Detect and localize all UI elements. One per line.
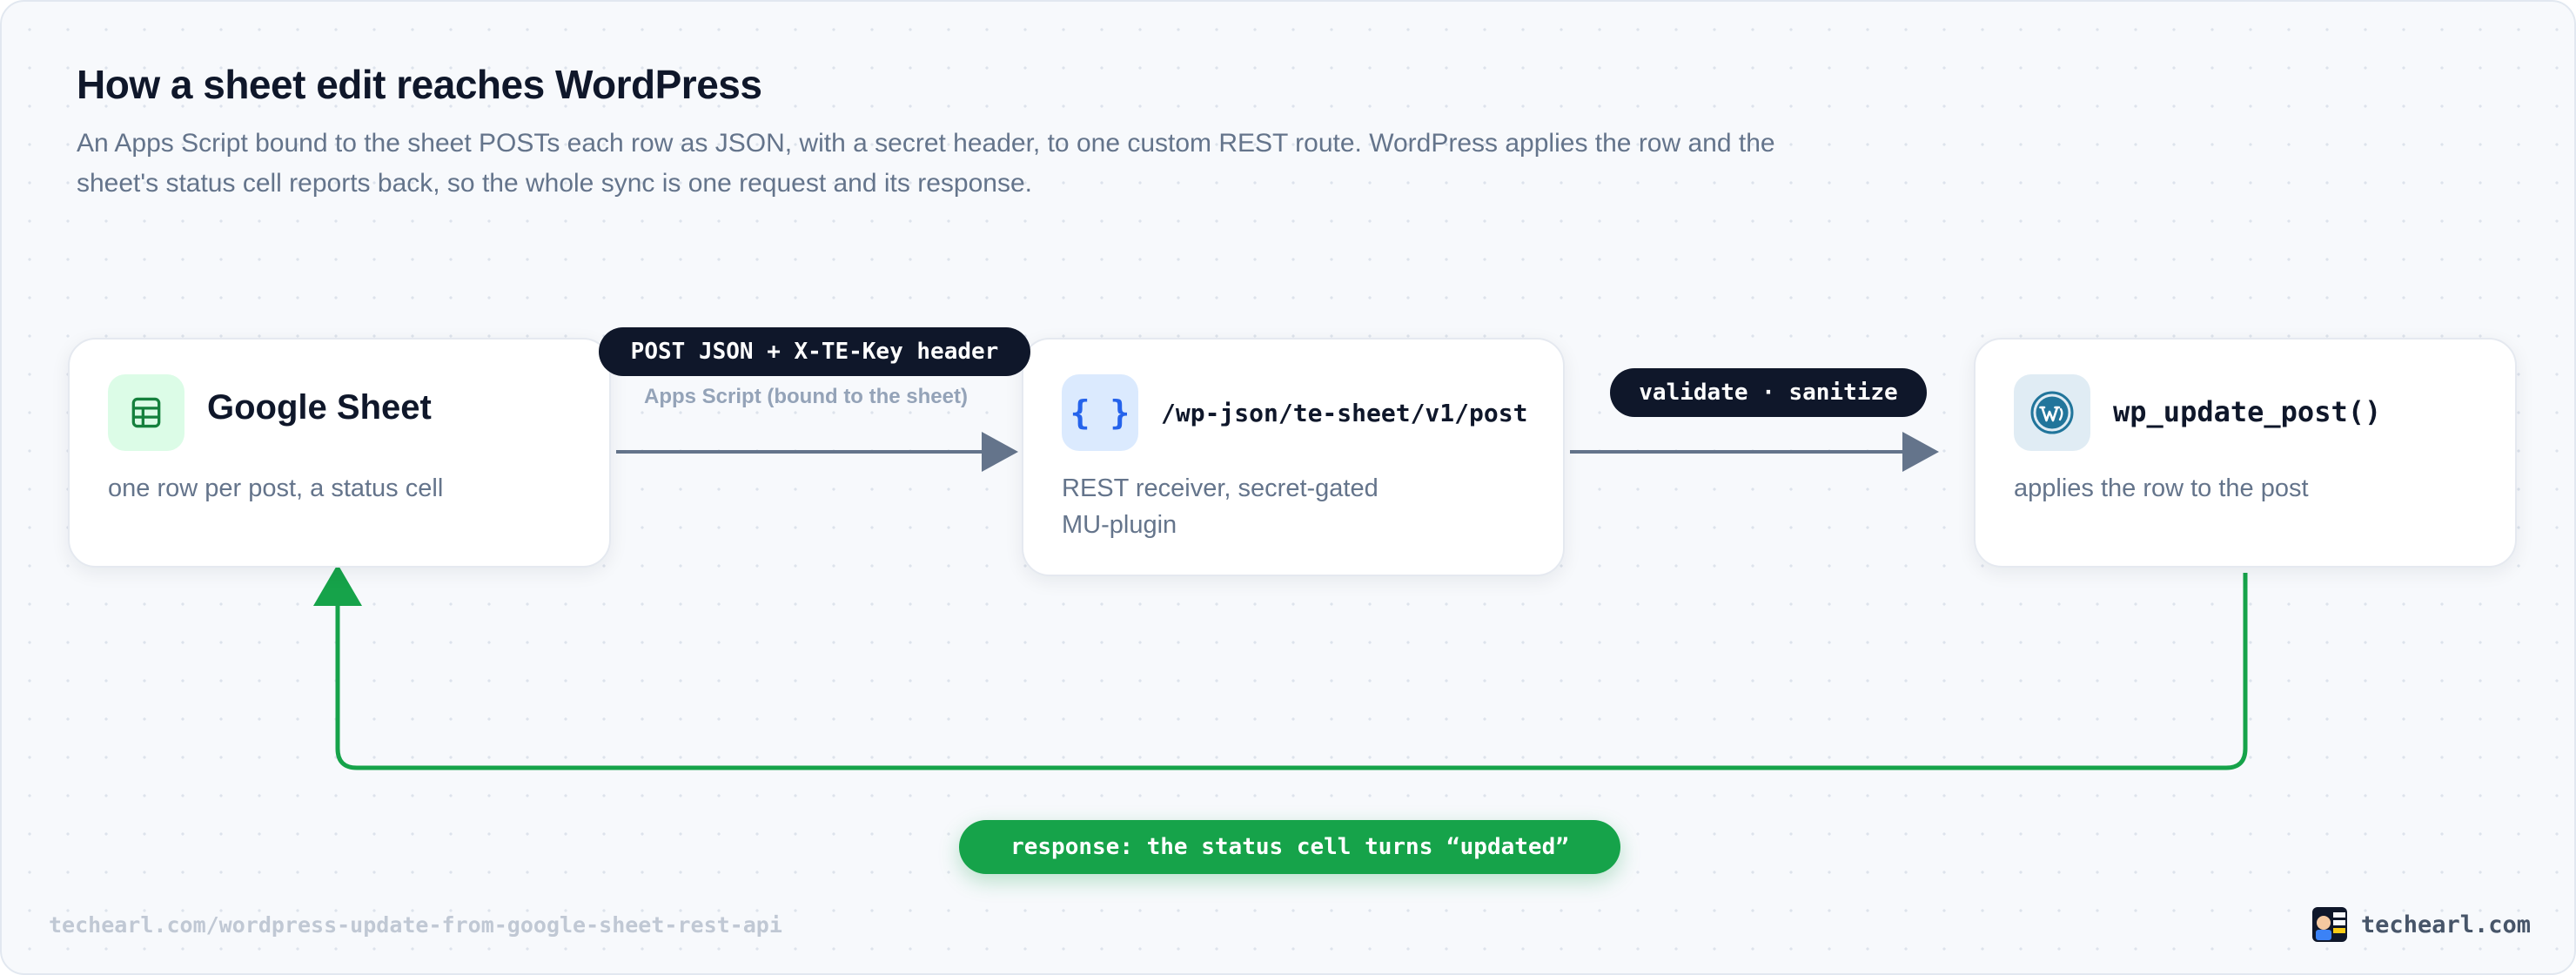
node-wp-update-post: wp_update_post() applies the row to the …: [1974, 338, 2517, 568]
node-google-sheet: Google Sheet one row per post, a status …: [68, 338, 611, 568]
wordpress-icon: [2014, 374, 2090, 451]
curly-braces-icon: { }: [1062, 374, 1138, 451]
brand[interactable]: techearl.com: [2311, 905, 2531, 944]
node-title: wp_update_post(): [2113, 395, 2382, 428]
tech-earl-logo-icon: [2311, 907, 2347, 942]
node-title: Google Sheet: [207, 388, 432, 427]
page-subtitle: An Apps Script bound to the sheet POSTs …: [77, 129, 1775, 198]
page-title: How a sheet edit reaches WordPress: [77, 62, 762, 107]
spreadsheet-icon: [108, 374, 184, 451]
node-description: one row per post, a status cell: [108, 474, 444, 502]
request-arrowhead: [982, 432, 1018, 472]
node-description: REST receiver, secret-gated MU-plugin: [1062, 474, 1379, 539]
node-rest-route: { } /wp-json/te-sheet/v1/post REST recei…: [1022, 338, 1565, 576]
response-edge-label: response: the status cell turns “updated…: [959, 820, 1620, 874]
validate-edge-label: validate · sanitize: [1610, 368, 1927, 417]
response-return-path: [335, 573, 2248, 770]
footer-url[interactable]: techearl.com/wordpress-update-from-googl…: [49, 912, 782, 938]
validate-arrowhead: [1902, 432, 1939, 472]
response-arrowhead: [313, 564, 362, 606]
node-title: /wp-json/te-sheet/v1/post: [1161, 399, 1528, 427]
request-edge-caption: Apps Script (bound to the sheet): [644, 385, 968, 408]
request-edge-label: POST JSON + X-TE-Key header: [599, 327, 1030, 376]
node-description: applies the row to the post: [2014, 474, 2309, 502]
brand-name: techearl.com: [2360, 911, 2531, 938]
